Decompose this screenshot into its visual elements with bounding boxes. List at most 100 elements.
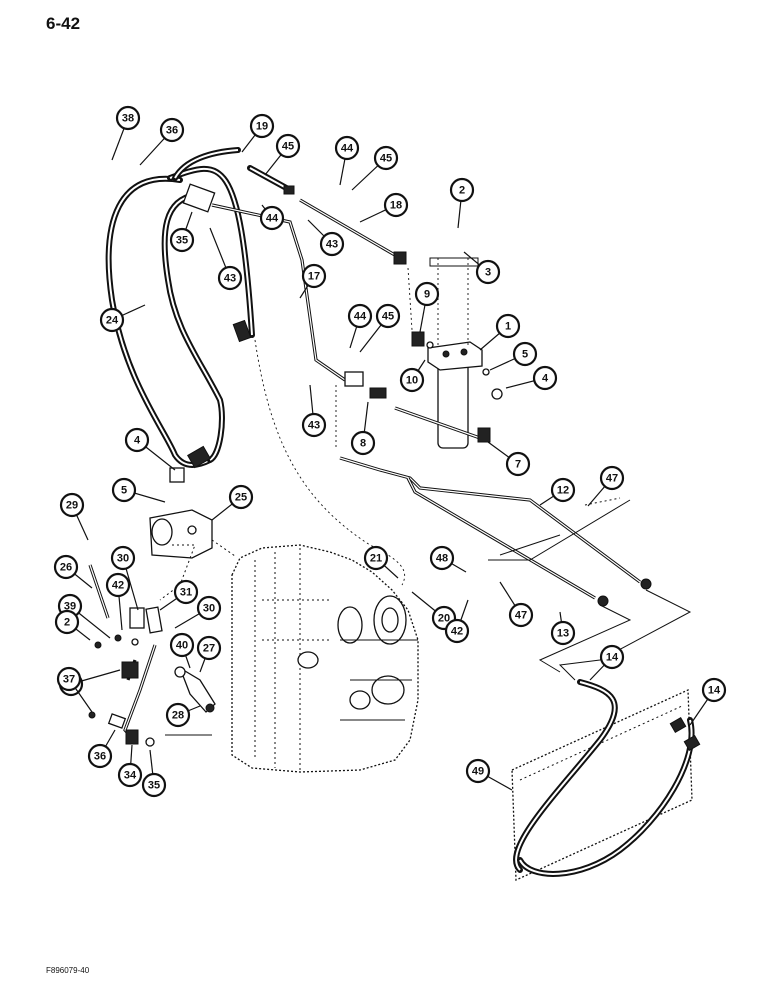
callout-circle (701, 677, 727, 703)
callout-label: 7 (515, 459, 521, 471)
callout-circle (599, 465, 625, 491)
callout-c36b: 36 (87, 743, 113, 769)
callout-label: 31 (180, 587, 192, 599)
callout-label: 17 (308, 271, 320, 283)
callout-circle (259, 205, 285, 231)
callout-c13: 13 (550, 620, 576, 646)
hose-19 (172, 147, 295, 195)
callout-circle (159, 117, 185, 143)
page-number: 6-42 (46, 14, 81, 33)
callout-label: 37 (63, 674, 75, 686)
callout-label: 30 (203, 603, 215, 615)
callout-c44b: 44 (259, 205, 285, 231)
callout-c30a: 30 (110, 545, 136, 571)
callout-circle (334, 135, 360, 161)
callout-label: 42 (451, 626, 463, 638)
callout-label: 44 (341, 143, 354, 155)
callout-label: 25 (235, 492, 247, 504)
callout-c27: 27 (196, 635, 222, 661)
figure-code: F896079-40 (46, 966, 90, 975)
callout-circle (105, 572, 131, 598)
callout-c30b: 30 (196, 595, 222, 621)
callout-circle (165, 702, 191, 728)
callout-c3: 3 (475, 259, 501, 285)
left-small-parts (88, 544, 216, 747)
callout-circle (508, 602, 534, 628)
callout-label: 47 (606, 473, 618, 485)
callout-label: 20 (438, 613, 450, 625)
callout-c43b: 43 (319, 231, 345, 257)
callout-c25: 25 (228, 484, 254, 510)
callout-label: 30 (117, 553, 129, 565)
callout-label: 36 (166, 125, 178, 137)
callout-label: 2 (459, 185, 465, 197)
callout-circle (429, 545, 455, 571)
oil-cooler-49 (511, 689, 693, 881)
callout-c19: 19 (249, 113, 275, 139)
callout-circle (495, 313, 521, 339)
callout-label: 36 (94, 751, 106, 763)
callout-c47a: 47 (599, 465, 625, 491)
callout-circle (512, 341, 538, 367)
callout-circle (373, 145, 399, 171)
callout-circle (54, 609, 80, 635)
callout-label: 1 (505, 321, 511, 333)
callout-c45a: 45 (275, 133, 301, 159)
callout-label: 43 (326, 239, 338, 251)
callout-c48: 48 (429, 545, 455, 571)
callout-label: 18 (390, 200, 402, 212)
callout-c43a: 43 (217, 265, 243, 291)
callout-circle (196, 635, 222, 661)
callout-c35a: 35 (169, 227, 195, 253)
callout-label: 27 (203, 643, 215, 655)
callout-circle (301, 412, 327, 438)
callout-c38: 38 (115, 105, 141, 131)
callout-c42b: 42 (444, 618, 470, 644)
callout-label: 5 (522, 349, 528, 361)
callout-circle (399, 367, 425, 393)
callout-label: 45 (380, 153, 392, 165)
callout-circle (550, 477, 576, 503)
callout-circle (56, 666, 82, 692)
callout-circle (99, 307, 125, 333)
callout-label: 35 (148, 780, 160, 792)
callout-circle (550, 620, 576, 646)
callout-circle (228, 484, 254, 510)
callout-circle (465, 758, 491, 784)
callout-label: 45 (282, 141, 294, 153)
callout-c26: 26 (53, 554, 79, 580)
callout-circle (363, 545, 389, 571)
callout-c1: 1 (495, 313, 521, 339)
callout-c14b: 14 (701, 677, 727, 703)
callout-label: 48 (436, 553, 448, 565)
callout-circle (87, 743, 113, 769)
callout-c12: 12 (550, 477, 576, 503)
callout-c44a: 44 (334, 135, 360, 161)
callout-c18: 18 (383, 192, 409, 218)
callout-label: 21 (370, 553, 382, 565)
hoses-14 (513, 679, 701, 877)
callout-circle (173, 579, 199, 605)
pump-25 (149, 509, 236, 559)
callout-c47b: 47 (508, 602, 534, 628)
callout-circle (475, 259, 501, 285)
callout-circle (111, 477, 137, 503)
callout-label: 4 (134, 435, 141, 447)
callout-c2a: 2 (449, 177, 475, 203)
callout-c7: 7 (505, 451, 531, 477)
callout-c45b: 45 (373, 145, 399, 171)
callout-circle (275, 133, 301, 159)
callout-c29: 29 (59, 492, 85, 518)
callout-circle (414, 281, 440, 307)
tube-17 (211, 203, 346, 382)
callout-c43c: 43 (301, 412, 327, 438)
manifold-block (182, 183, 216, 213)
callout-c35b: 35 (141, 772, 167, 798)
callout-label: 49 (472, 766, 484, 778)
callout-c34: 34 (117, 762, 143, 788)
callout-c5a: 5 (512, 341, 538, 367)
callout-c37: 37 (56, 666, 82, 692)
callout-circle (383, 192, 409, 218)
